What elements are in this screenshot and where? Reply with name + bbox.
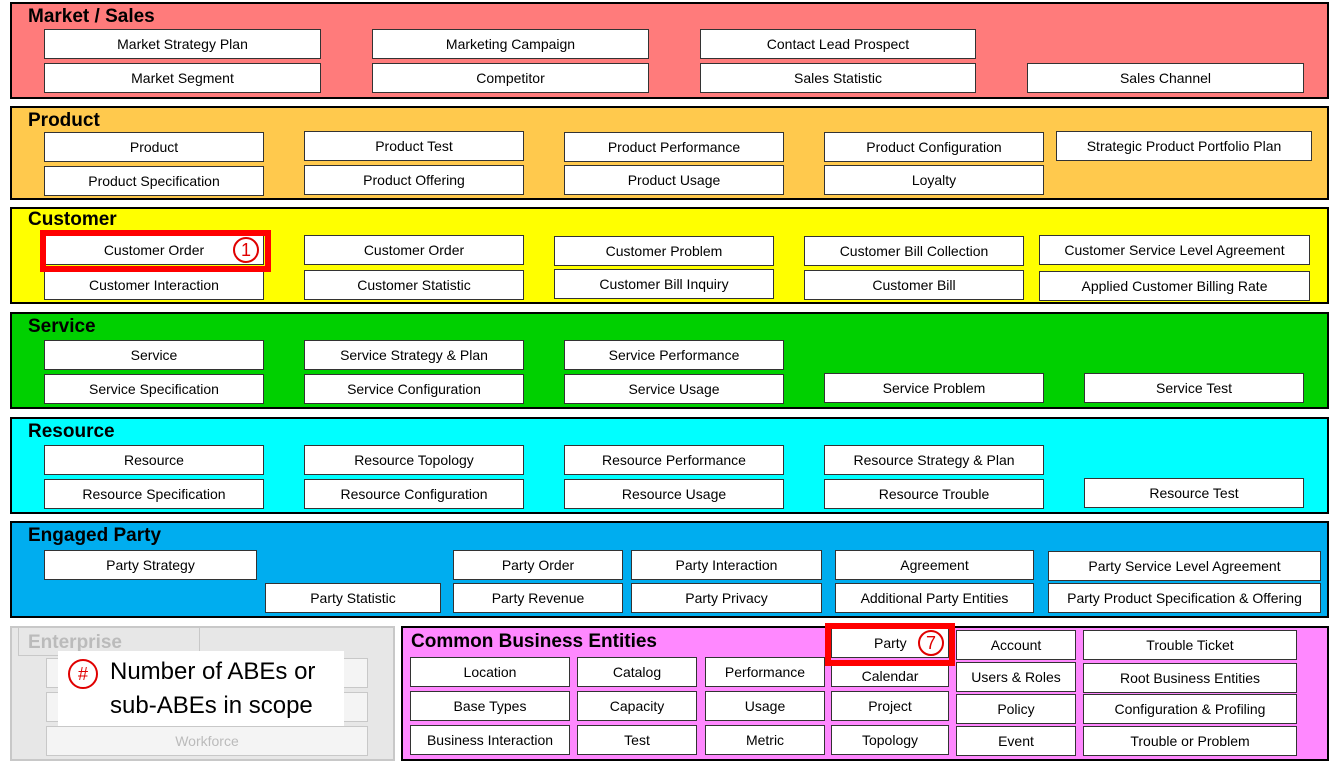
band-title: Enterprise: [28, 632, 122, 653]
abe-configuration-profiling[interactable]: Configuration & Profiling: [1083, 694, 1297, 724]
abe-party-statistic[interactable]: Party Statistic: [265, 583, 441, 613]
abe-party-privacy[interactable]: Party Privacy: [631, 583, 822, 613]
highlight-customer-order: [40, 230, 271, 272]
abe-event[interactable]: Event: [956, 726, 1076, 756]
band-title: Customer: [28, 209, 117, 230]
abe-resource-specification[interactable]: Resource Specification: [44, 479, 264, 509]
abe-catalog[interactable]: Catalog: [577, 657, 697, 687]
abe-strategic-product-portfolio-plan[interactable]: Strategic Product Portfolio Plan: [1056, 131, 1312, 161]
abe-topology[interactable]: Topology: [831, 725, 949, 755]
abe-party-service-level-agreement[interactable]: Party Service Level Agreement: [1048, 551, 1321, 581]
abe-resource-performance[interactable]: Resource Performance: [564, 445, 784, 475]
abe-service-problem[interactable]: Service Problem: [824, 373, 1044, 403]
abe-customer-statistic[interactable]: Customer Statistic: [304, 270, 524, 300]
abe-agreement[interactable]: Agreement: [835, 550, 1034, 580]
legend-text: Number of ABEs or sub-ABEs in scope: [110, 658, 316, 719]
abe-marketing-campaign[interactable]: Marketing Campaign: [372, 29, 649, 59]
abe-customer-bill[interactable]: Customer Bill: [804, 270, 1024, 300]
abe-trouble-or-problem[interactable]: Trouble or Problem: [1083, 726, 1297, 756]
abe-resource-configuration[interactable]: Resource Configuration: [304, 479, 524, 509]
abe-resource[interactable]: Resource: [44, 445, 264, 475]
abe-product[interactable]: Product: [44, 132, 264, 162]
abe-business-interaction[interactable]: Business Interaction: [410, 725, 570, 755]
abe-test[interactable]: Test: [577, 725, 697, 755]
abe-sales-channel[interactable]: Sales Channel: [1027, 63, 1304, 93]
abe-party-revenue[interactable]: Party Revenue: [453, 583, 623, 613]
abe-root-business-entities[interactable]: Root Business Entities: [1083, 663, 1297, 693]
abe-applied-customer-billing-rate[interactable]: Applied Customer Billing Rate: [1039, 271, 1310, 301]
abe-customer-bill-collection[interactable]: Customer Bill Collection: [804, 236, 1024, 266]
band-title: Common Business Entities: [411, 631, 657, 652]
abe-users-roles[interactable]: Users & Roles: [956, 662, 1076, 692]
abe-additional-party-entities[interactable]: Additional Party Entities: [835, 583, 1034, 613]
band-title: Resource: [28, 421, 115, 442]
abe-market-segment[interactable]: Market Segment: [44, 63, 321, 93]
abe-service-specification[interactable]: Service Specification: [44, 374, 264, 404]
legend-symbol-badge: #: [68, 659, 98, 689]
abe-performance[interactable]: Performance: [705, 657, 825, 687]
abe-account[interactable]: Account: [956, 630, 1076, 660]
abe-sales-statistic[interactable]: Sales Statistic: [700, 63, 976, 93]
abe-policy[interactable]: Policy: [956, 694, 1076, 724]
abe-customer-order[interactable]: Customer Order: [304, 235, 524, 265]
abe-calendar[interactable]: Calendar: [831, 663, 949, 687]
abe-party-strategy[interactable]: Party Strategy: [44, 550, 257, 580]
abe-service-strategy-plan[interactable]: Service Strategy & Plan: [304, 340, 524, 370]
abe-customer-problem[interactable]: Customer Problem: [554, 236, 774, 266]
abe-product-configuration[interactable]: Product Configuration: [824, 132, 1044, 162]
highlight-party: [825, 623, 955, 666]
abe-product-test[interactable]: Product Test: [304, 131, 524, 161]
abe-market-strategy-plan[interactable]: Market Strategy Plan: [44, 29, 321, 59]
abe-capacity[interactable]: Capacity: [577, 691, 697, 721]
abe-product-offering[interactable]: Product Offering: [304, 165, 524, 195]
abe-party-interaction[interactable]: Party Interaction: [631, 550, 822, 580]
abe-resource-topology[interactable]: Resource Topology: [304, 445, 524, 475]
abe-metric[interactable]: Metric: [705, 725, 825, 755]
band-title: Product: [28, 110, 100, 131]
abe-competitor[interactable]: Competitor: [372, 63, 649, 93]
abe-project[interactable]: Project: [831, 691, 949, 721]
abe-party-order[interactable]: Party Order: [453, 550, 623, 580]
abe-party-product-specification-offering[interactable]: Party Product Specification & Offering: [1048, 583, 1321, 613]
abe-customer-interaction[interactable]: Customer Interaction: [44, 270, 264, 300]
abe-service-performance[interactable]: Service Performance: [564, 340, 784, 370]
abe-service-configuration[interactable]: Service Configuration: [304, 374, 524, 404]
abe-base-types[interactable]: Base Types: [410, 691, 570, 721]
abe-product-performance[interactable]: Product Performance: [564, 132, 784, 162]
abe-service[interactable]: Service: [44, 340, 264, 370]
abe-usage[interactable]: Usage: [705, 691, 825, 721]
band-title: Engaged Party: [28, 525, 162, 546]
abe-workforce[interactable]: Workforce: [46, 726, 368, 756]
count-badge-customer-order: 1: [233, 237, 259, 263]
abe-customer-service-level-agreement[interactable]: Customer Service Level Agreement: [1039, 235, 1310, 265]
abe-location[interactable]: Location: [410, 657, 570, 687]
abe-product-usage[interactable]: Product Usage: [564, 165, 784, 195]
abe-resource-trouble[interactable]: Resource Trouble: [824, 479, 1044, 509]
abe-product-specification[interactable]: Product Specification: [44, 166, 264, 196]
legend: # Number of ABEs or sub-ABEs in scope: [58, 651, 344, 726]
abe-service-usage[interactable]: Service Usage: [564, 374, 784, 404]
band-title: Service: [28, 316, 96, 337]
count-badge-party: 7: [918, 630, 944, 656]
band-title: Market / Sales: [28, 6, 155, 27]
abe-resource-test[interactable]: Resource Test: [1084, 478, 1304, 508]
abe-customer-bill-inquiry[interactable]: Customer Bill Inquiry: [554, 269, 774, 299]
abe-resource-strategy-plan[interactable]: Resource Strategy & Plan: [824, 445, 1044, 475]
abe-loyalty[interactable]: Loyalty: [824, 165, 1044, 195]
abe-trouble-ticket[interactable]: Trouble Ticket: [1083, 630, 1297, 660]
abe-contact-lead-prospect[interactable]: Contact Lead Prospect: [700, 29, 976, 59]
abe-service-test[interactable]: Service Test: [1084, 373, 1304, 403]
abe-resource-usage[interactable]: Resource Usage: [564, 479, 784, 509]
